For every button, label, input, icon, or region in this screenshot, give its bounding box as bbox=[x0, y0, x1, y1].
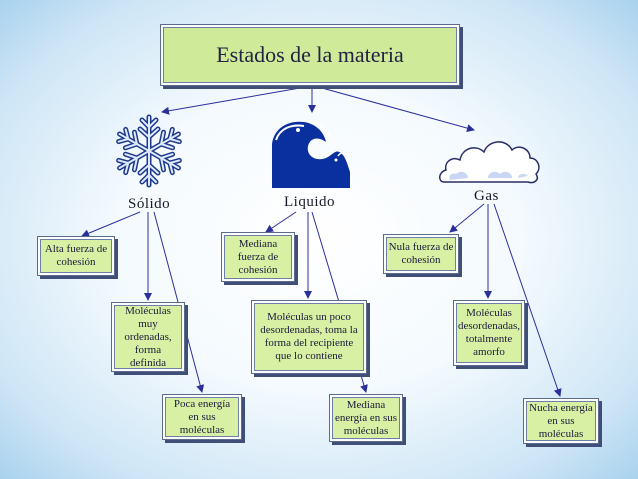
cloud-icon bbox=[439, 141, 540, 184]
arrow-gas-energy bbox=[493, 203, 562, 397]
state-label-gas: Gas bbox=[474, 188, 499, 204]
state-label-solid: Sólido bbox=[128, 196, 171, 212]
page-title: Estados de la materia bbox=[216, 42, 404, 67]
arrow-title-solid bbox=[161, 87, 301, 115]
gas-molecules-box: Moléculas desordenadas, totalmente amorf… bbox=[453, 300, 525, 366]
gas-energy-box: Nucha energía en sus moléculas bbox=[523, 398, 599, 444]
solid-energy-box: Poca energía en sus moléculas bbox=[162, 394, 242, 440]
solid-molecules-box: Moléculas muy ordenadas, forma definida bbox=[111, 302, 185, 372]
snowflake-icon bbox=[108, 114, 190, 192]
arrow-title-gas bbox=[321, 87, 475, 132]
liquid-energy-box: Mediana energía en sus moléculas bbox=[329, 394, 403, 442]
solid-cohesion-box: Alta fuerza de cohesión bbox=[37, 236, 115, 276]
liquid-cohesion-box: Mediana fuerza de cohesión bbox=[221, 232, 295, 282]
arrow-gas-cohesion bbox=[449, 203, 485, 233]
gas-cohesion-box: Nula fuerza de cohesión bbox=[383, 234, 459, 274]
arrow-liquid-cohesion bbox=[265, 211, 297, 233]
arrow-solid-cohesion bbox=[81, 211, 141, 238]
wave-icon bbox=[272, 121, 350, 188]
title-box: Estados de la materia bbox=[160, 24, 460, 86]
liquid-molecules-box: Moléculas un poco desordenadas, toma la … bbox=[251, 300, 367, 374]
state-label-liquid: Liquido bbox=[284, 194, 335, 210]
